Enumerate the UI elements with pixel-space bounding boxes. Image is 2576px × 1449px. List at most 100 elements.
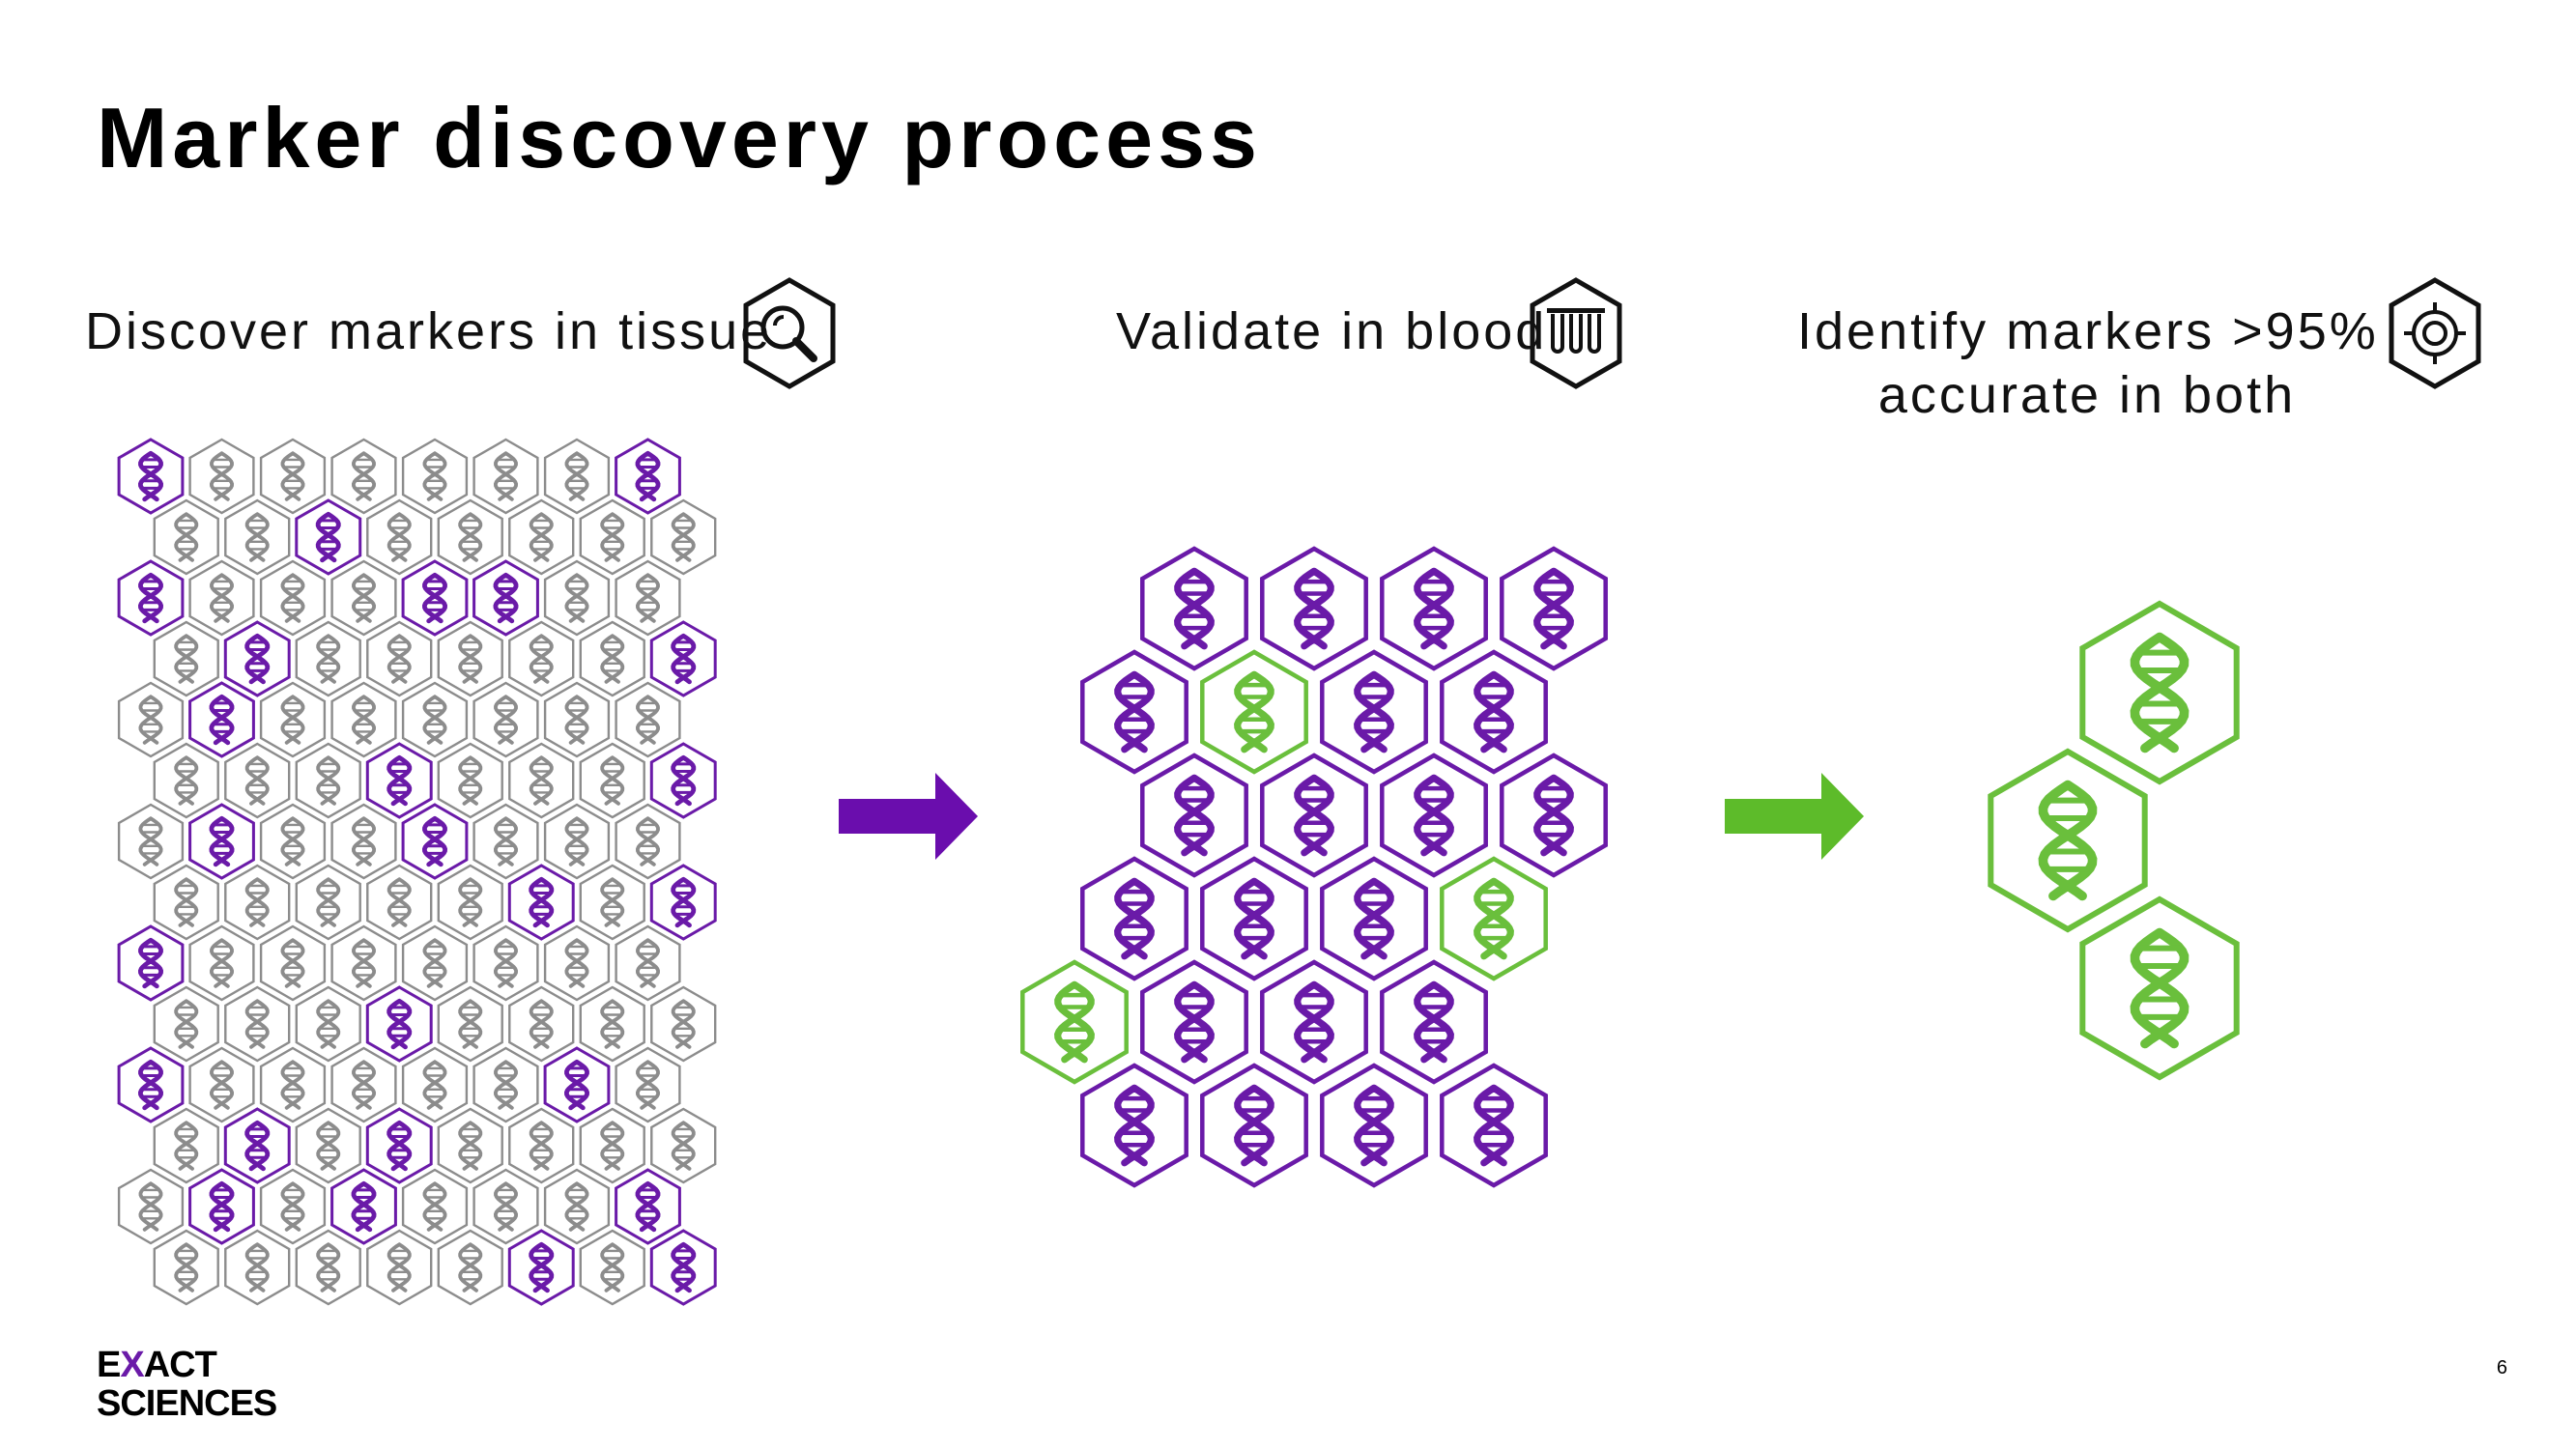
blood-marker — [1440, 1063, 1548, 1188]
tissue-marker — [543, 924, 611, 1002]
dna-icon — [1294, 567, 1334, 650]
dna-icon — [600, 634, 625, 684]
hexagon-outline — [224, 742, 291, 819]
hexagon-outline — [615, 924, 681, 1002]
hexagon-outline — [153, 620, 219, 697]
dna-rungs — [141, 580, 160, 611]
hexagon-outline — [224, 1229, 291, 1306]
dna-icon — [351, 1060, 377, 1110]
tissue-marker — [224, 498, 291, 576]
blood-marker — [1380, 959, 1488, 1085]
dna-icon — [174, 999, 199, 1049]
dna-rungs — [283, 823, 302, 855]
hexagon-outline — [2079, 600, 2240, 785]
dna-icon — [386, 998, 413, 1050]
tissue-marker — [153, 985, 219, 1063]
hexagon-outline — [1200, 856, 1308, 981]
dna-rungs — [1119, 889, 1150, 941]
hexagon-outline — [188, 681, 255, 758]
dna-rungs — [567, 701, 587, 733]
dna-icon — [1414, 980, 1454, 1064]
tissue-marker — [543, 1168, 611, 1245]
hexagon-outline — [1988, 748, 2148, 933]
dna-icon — [244, 1242, 270, 1293]
hexagon-outline — [153, 742, 219, 819]
tissue-marker — [224, 864, 291, 941]
dna-icon — [635, 573, 661, 623]
dna-icon — [244, 512, 270, 562]
dna-rungs — [497, 701, 515, 733]
blood-marker — [1320, 856, 1428, 981]
dna-rungs — [177, 1006, 196, 1037]
tissue-marker — [366, 498, 433, 576]
dna-rungs — [247, 1249, 267, 1281]
dna-icon — [174, 877, 199, 927]
dna-icon — [244, 999, 270, 1049]
dna-icon — [1054, 980, 1095, 1064]
hexagon-outline — [401, 1046, 469, 1123]
dna-icon — [458, 755, 483, 806]
blood-marker-cluster — [1020, 546, 1608, 1188]
dna-rungs — [1418, 992, 1449, 1044]
dna-rungs — [673, 1006, 693, 1037]
dna-rungs — [1119, 682, 1150, 734]
tissue-marker-grid — [117, 438, 717, 1306]
dna-icon — [671, 999, 696, 1049]
tissue-marker — [472, 1168, 539, 1245]
tissue-marker — [579, 742, 645, 819]
tissue-marker — [188, 924, 255, 1002]
tissue-marker — [153, 1107, 219, 1184]
dna-icon — [422, 938, 447, 988]
dna-rungs — [319, 884, 338, 916]
tissue-marker — [224, 742, 291, 819]
hexagon-outline — [401, 438, 469, 515]
tissue-marker-highlighted — [117, 438, 185, 515]
tissue-marker — [330, 803, 397, 880]
hexagon-outline — [365, 985, 433, 1063]
tissue-marker — [650, 1107, 717, 1184]
dna-icon — [1474, 670, 1514, 753]
dna-rungs — [425, 1188, 444, 1220]
hexagon-outline — [543, 438, 611, 515]
tissue-marker-highlighted — [330, 1168, 397, 1245]
tissue-marker-highlighted — [472, 559, 539, 637]
hexagon-outline — [401, 924, 469, 1002]
dna-rungs — [497, 823, 515, 855]
dna-rungs — [1478, 1095, 1509, 1148]
dna-icon — [351, 1180, 377, 1233]
dna-rungs — [531, 1249, 551, 1281]
dna-rungs — [603, 640, 622, 672]
dna-icon — [209, 1180, 235, 1233]
dna-icon — [1414, 774, 1454, 857]
dna-rungs — [283, 1188, 302, 1220]
hexagon-outline — [1080, 649, 1188, 775]
hexagon-outline — [295, 498, 362, 576]
hexagon-outline — [615, 1168, 681, 1245]
dna-icon — [529, 634, 554, 684]
dna-rungs — [639, 945, 657, 977]
dna-icon — [529, 1121, 554, 1171]
tissue-marker — [472, 803, 539, 880]
dna-icon — [671, 1121, 696, 1171]
dna-rungs — [461, 1127, 480, 1159]
dna-icon — [280, 1181, 305, 1232]
dna-icon — [174, 634, 199, 684]
hexagon-outline — [366, 620, 433, 697]
hexagon-outline — [1020, 959, 1129, 1085]
hexagon-outline — [649, 620, 717, 697]
tissue-marker — [401, 681, 469, 758]
dna-rungs — [497, 580, 515, 611]
page-number: 6 — [2496, 1357, 2507, 1378]
blood-marker — [1200, 856, 1308, 981]
tissue-marker — [437, 742, 503, 819]
dna-icon — [280, 816, 305, 867]
blood-marker — [1140, 753, 1248, 878]
dna-rungs — [1299, 785, 1330, 838]
tissue-marker-highlighted — [188, 681, 255, 758]
dna-rungs — [283, 580, 302, 611]
tissue-marker — [508, 620, 575, 697]
blood-marker-validated — [1020, 959, 1129, 1085]
tissue-marker — [508, 498, 575, 576]
hexagon-outline — [615, 803, 681, 880]
tissue-marker — [437, 864, 503, 941]
